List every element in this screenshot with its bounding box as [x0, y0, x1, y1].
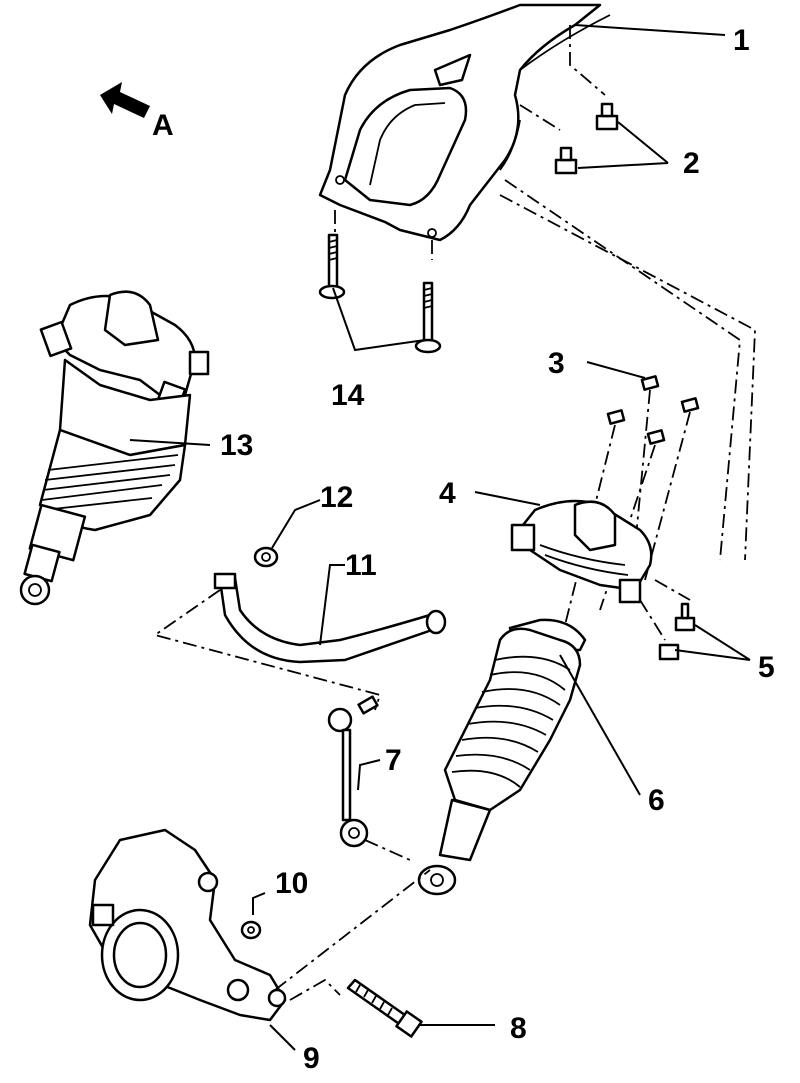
dashed-line-knuckle-1	[274, 869, 431, 991]
dashed-line-link	[364, 839, 411, 861]
dashed-line-clip-2	[564, 424, 616, 626]
strut-top-mount	[510, 499, 653, 604]
callout-2: 2	[683, 147, 700, 180]
dashed-line-knuckle-2	[289, 978, 341, 1001]
view-arrow-a: A	[100, 82, 174, 142]
callout-12: 12	[320, 481, 353, 514]
long-bolt	[346, 978, 423, 1038]
stabilizer-link	[327, 695, 379, 848]
knuckle-nut	[240, 920, 262, 940]
dashed-line-mount-3	[504, 179, 741, 561]
callout-7: 7	[385, 744, 402, 777]
callout-1: 1	[733, 24, 750, 57]
steering-knuckle	[88, 828, 287, 1022]
upper-nuts	[554, 102, 619, 175]
leader-lines	[129, 24, 751, 1051]
upper-mount-bracket	[318, 3, 611, 242]
dashed-line-mount-2	[519, 104, 561, 131]
callout-3: 3	[548, 347, 565, 380]
callout-4: 4	[439, 477, 456, 510]
dashed-line-mount-1	[569, 25, 606, 96]
mount-bolts	[318, 233, 442, 354]
dashed-line-mount-4	[499, 194, 756, 561]
strut-top-clips	[606, 375, 700, 445]
stabilizer-bar	[213, 572, 447, 664]
callout-5: 5	[758, 651, 775, 684]
air-spring-strut	[19, 290, 210, 606]
callout-9: 9	[303, 1042, 320, 1075]
callout-10: 10	[275, 867, 308, 900]
view-arrow-label: A	[152, 109, 174, 142]
callout-8: 8	[510, 1012, 527, 1045]
callout-6: 6	[648, 784, 665, 817]
coil-spring-shock-absorber	[417, 618, 587, 896]
callout-14: 14	[331, 379, 365, 412]
dashed-line-stabilizer	[152, 589, 382, 711]
stabilizer-nut	[253, 546, 279, 568]
side-bolt-nut	[639, 579, 696, 661]
dashed-line-clip-4	[644, 411, 691, 581]
callout-13: 13	[220, 429, 253, 462]
callout-labels: 1 2 3 4 5 6 7 8 9 10 11 12 13 14	[220, 24, 775, 1075]
callout-11: 11	[345, 549, 377, 582]
